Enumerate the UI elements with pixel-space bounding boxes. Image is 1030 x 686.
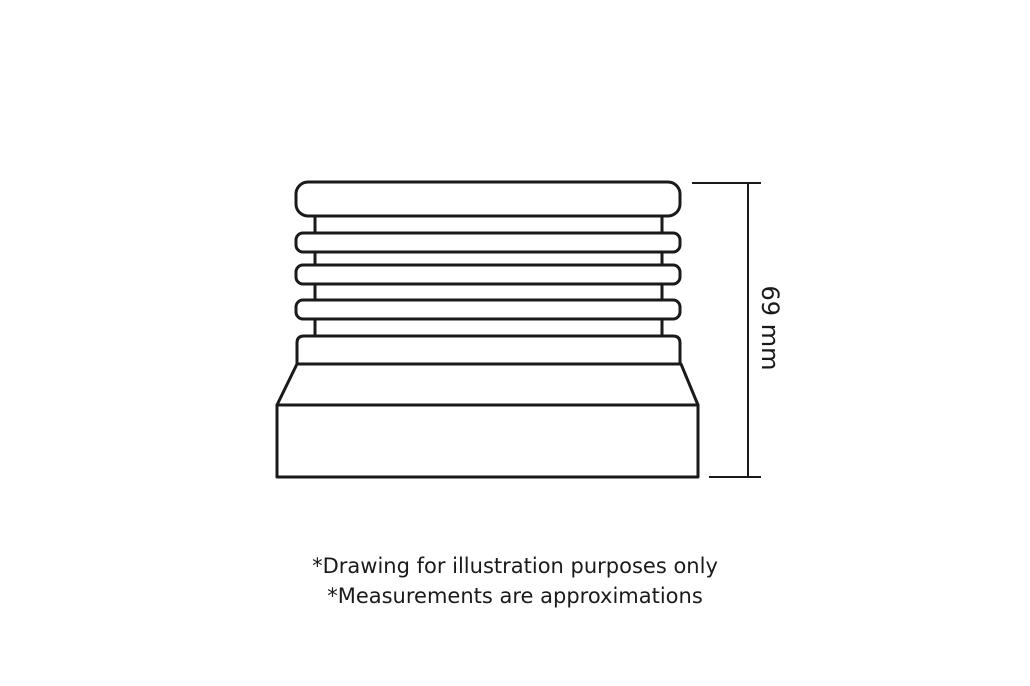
base-block [275, 403, 700, 479]
height-dimension: 69 mm [692, 182, 784, 478]
dimension-label: 69 mm [756, 286, 784, 371]
footnote-illustration: *Drawing for illustration purposes only [312, 554, 718, 578]
footnotes: *Drawing for illustration purposes only … [0, 551, 1030, 611]
rib-2 [294, 263, 682, 286]
lower-collar [295, 334, 682, 366]
tapered-shoulder [275, 362, 700, 407]
top-cap [294, 180, 682, 218]
rib-1 [294, 231, 682, 254]
rib-3 [294, 298, 682, 321]
footnote-approximations: *Measurements are approximations [327, 584, 703, 608]
